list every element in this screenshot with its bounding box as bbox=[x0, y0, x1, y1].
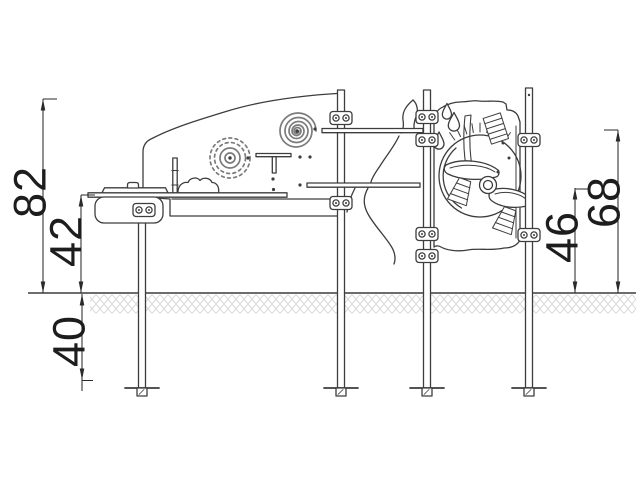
hub-circle bbox=[482, 179, 494, 191]
panel-dot bbox=[313, 127, 317, 131]
post-1 bbox=[137, 196, 147, 389]
t-table-stem bbox=[271, 156, 277, 174]
dimension-table-height-42: 42 bbox=[41, 194, 95, 293]
dashed-circles-decoration bbox=[219, 147, 241, 169]
stepped-icon bbox=[491, 206, 517, 236]
propeller-blade-line bbox=[449, 164, 496, 173]
droplet-icon bbox=[447, 111, 461, 132]
table-knob bbox=[126, 181, 140, 189]
dashed-circles-decoration bbox=[213, 141, 247, 175]
propeller-blade bbox=[443, 160, 500, 181]
panel-dot bbox=[295, 129, 299, 133]
big-circle-decoration bbox=[438, 134, 522, 218]
upper-rail bbox=[321, 127, 424, 134]
panel-dot bbox=[228, 156, 232, 160]
right-panel bbox=[433, 100, 532, 252]
panel-dot bbox=[298, 183, 302, 187]
post-foot-anchor bbox=[409, 387, 445, 397]
post-bolt-dot bbox=[527, 93, 531, 97]
droplet-icon bbox=[441, 102, 453, 120]
post-foot-anchor bbox=[124, 387, 160, 397]
ground bbox=[28, 292, 636, 314]
dimension-overall-height-82: 82 bbox=[5, 98, 57, 293]
post-foot-anchor bbox=[511, 387, 547, 397]
panel-dot bbox=[308, 155, 312, 159]
dimension-upper-rail-68: 68 bbox=[579, 129, 630, 293]
post-foot-anchor bbox=[323, 387, 359, 397]
spiral-decoration bbox=[279, 112, 317, 148]
dimension-label-46: 46 bbox=[537, 211, 588, 263]
gauge-decoration bbox=[482, 112, 510, 145]
dimension-label-40: 40 bbox=[44, 315, 95, 367]
lower-rail bbox=[306, 182, 421, 188]
panel-pole bbox=[172, 157, 178, 194]
dimension-annotations: 82 42 40 46 68 bbox=[5, 98, 630, 391]
panel-dot bbox=[496, 170, 500, 174]
post-2 bbox=[336, 89, 346, 389]
panel-dot bbox=[507, 156, 511, 160]
post-clamp bbox=[415, 132, 439, 148]
stepped-icon bbox=[446, 177, 472, 207]
panel-dot bbox=[271, 187, 276, 192]
bracket-clamp bbox=[132, 202, 156, 218]
dimension-foundation-depth-40: 40 bbox=[44, 294, 95, 391]
organic-silhouette bbox=[346, 99, 418, 265]
play-unit-structure bbox=[87, 87, 547, 397]
post-clamp bbox=[517, 132, 541, 148]
dashed-circles-decoration bbox=[209, 137, 251, 179]
post-clamp bbox=[329, 195, 353, 211]
panel-decor-gray bbox=[209, 112, 317, 179]
cloud-decoration bbox=[177, 177, 220, 194]
dimension-label-82: 82 bbox=[5, 166, 56, 218]
dimension-label-68: 68 bbox=[579, 176, 630, 228]
post-clamp bbox=[329, 110, 353, 126]
table-slab bbox=[101, 187, 169, 194]
panel-dot bbox=[501, 141, 505, 145]
post-clamp bbox=[415, 226, 439, 242]
post-clamp bbox=[415, 248, 439, 264]
dimension-lower-rail-46: 46 bbox=[537, 188, 588, 293]
big-circle-inner-arc bbox=[442, 147, 463, 209]
panel-dot bbox=[298, 155, 302, 159]
dashed-circles-decoration bbox=[224, 152, 236, 164]
panel-dot bbox=[246, 156, 250, 160]
panel-dot bbox=[271, 177, 275, 181]
post-clamp bbox=[415, 109, 439, 125]
dimension-label-42: 42 bbox=[41, 215, 92, 267]
ground-hatching bbox=[90, 294, 636, 314]
